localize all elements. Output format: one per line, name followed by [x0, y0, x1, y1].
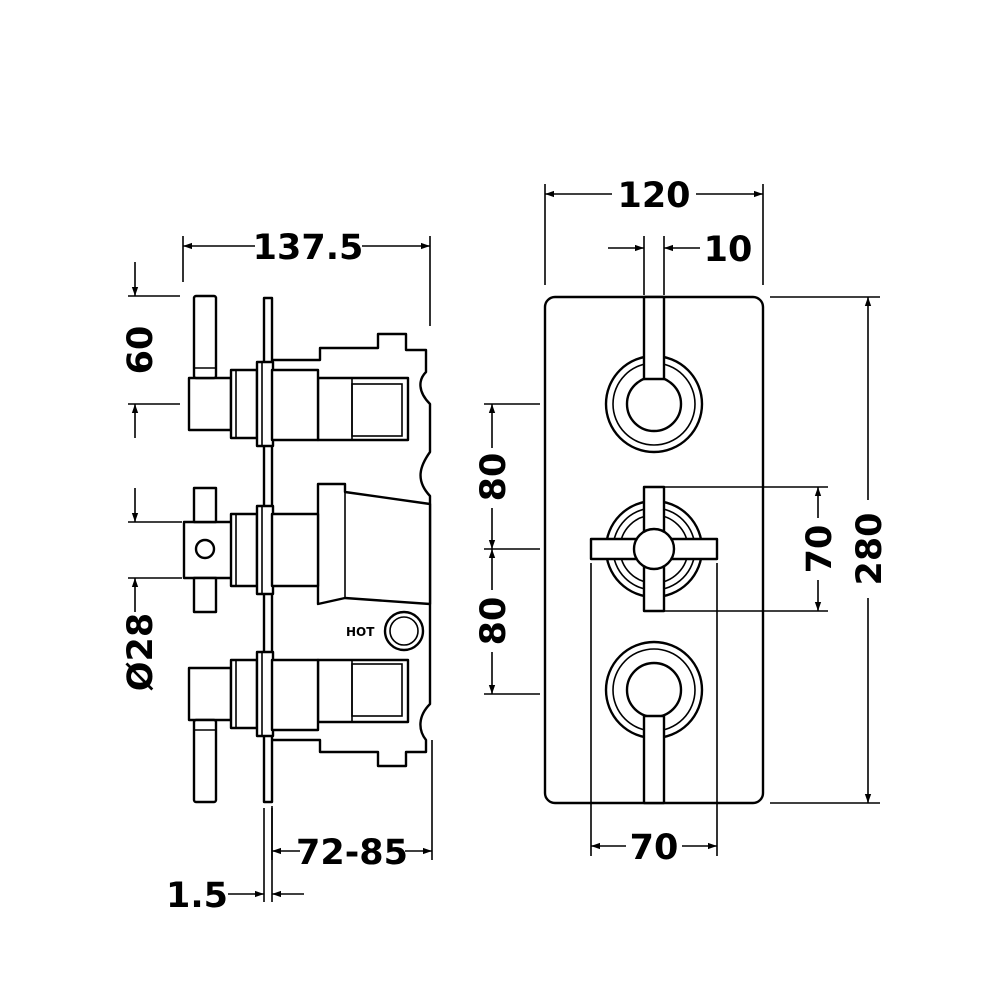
- side-lower-handle: [187, 650, 320, 804]
- thickness-value: 1.5: [166, 876, 228, 916]
- diameter-value: Ø28: [121, 613, 161, 691]
- side-middle-handle: [182, 486, 320, 614]
- dim-plate-thickness: 1.5: [166, 808, 304, 916]
- upper-cartridge: [316, 376, 410, 442]
- thermostatic-cartridge: [316, 482, 432, 606]
- plate-width-value: 120: [617, 176, 690, 216]
- dim-handle-span-vertical: 70: [664, 486, 840, 612]
- horizontal-span-value: 70: [630, 828, 679, 868]
- side-upper-handle: [187, 294, 320, 448]
- dim-plate-height: 280: [770, 296, 890, 804]
- valve-body: [272, 332, 432, 768]
- depth-value: 137.5: [253, 228, 364, 268]
- dim-lever-width: 10: [608, 230, 752, 295]
- projection-value: 72-85: [296, 833, 408, 873]
- front-upper-handle: [604, 295, 704, 454]
- front-view: 120 10 280 80 80: [474, 176, 890, 868]
- spacing-value: 60: [121, 326, 161, 375]
- dim-knob-diameter: Ø28: [121, 488, 182, 691]
- lower-spacing-value: 80: [474, 597, 514, 646]
- front-middle-handle: [589, 485, 719, 613]
- front-lower-handle: [604, 640, 704, 805]
- vertical-span-value: 70: [800, 525, 840, 574]
- side-view: HOT: [121, 228, 433, 916]
- lever-width-value: 10: [704, 230, 753, 270]
- dim-overall-depth: 137.5: [182, 228, 431, 326]
- dim-plate-width: 120: [544, 176, 764, 285]
- lower-cartridge: [316, 658, 410, 724]
- hot-label: HOT: [346, 625, 375, 639]
- upper-spacing-value: 80: [474, 453, 514, 502]
- dim-projection: 72-85: [271, 740, 433, 873]
- plate-height-value: 280: [850, 512, 890, 585]
- dim-handle-centres: 80 80: [474, 403, 540, 695]
- dim-handle-span-horizontal: 70: [590, 563, 718, 868]
- dim-handle-spacing: 60: [121, 262, 180, 438]
